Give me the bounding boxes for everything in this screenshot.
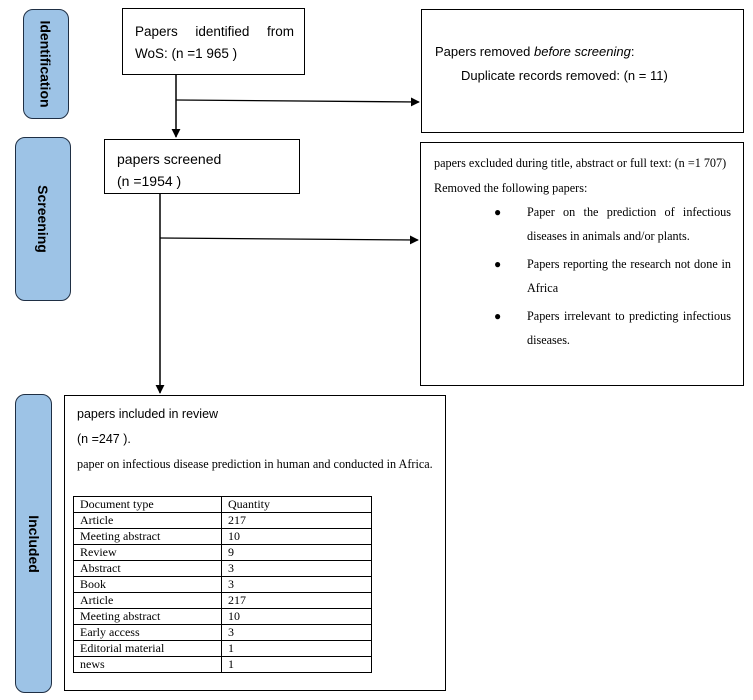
table-cell-type: Book	[73, 576, 222, 593]
removed-heading-emphasis: before screening	[534, 44, 631, 59]
stage-label-identification: Identification	[38, 20, 54, 108]
table-cell-type: Editorial material	[73, 640, 222, 657]
table-cell-type: Article	[73, 592, 222, 609]
table-cell-type: Article	[73, 512, 222, 529]
table-header-cell: Quantity	[221, 496, 372, 513]
bullet-icon: ●	[494, 309, 502, 324]
arrow-to-removed	[175, 97, 420, 107]
table-row: Early access 3	[73, 624, 372, 641]
table-cell-quantity: 1	[221, 640, 372, 657]
table-header-cell: Document type	[73, 496, 222, 513]
removed-heading-prefix: Papers removed	[435, 44, 534, 59]
stage-tab-screening: Screening	[15, 137, 71, 301]
identified-line-1: Papers identified from	[135, 21, 294, 43]
excluded-list-item: ● Papers reporting the research not done …	[494, 252, 731, 300]
excluded-list-item: ● Papers irrelevant to predicting infecti…	[494, 304, 731, 352]
bullet-icon: ●	[494, 205, 502, 220]
removed-box: Papers removed before screening: Duplica…	[421, 9, 744, 133]
included-count: (n =247 ).	[77, 432, 131, 446]
excluded-summary: papers excluded during title, abstract o…	[434, 156, 727, 170]
stage-tab-included: Included	[15, 394, 52, 693]
table-cell-type: Meeting abstract	[73, 528, 222, 545]
table-row: Article 217	[73, 512, 372, 529]
bullet-icon: ●	[494, 257, 502, 272]
table-cell-type: Early access	[73, 624, 222, 641]
excluded-item-text: Papers irrelevant to predicting infectio…	[527, 309, 731, 348]
identified-word: Papers	[135, 24, 178, 39]
table-cell-quantity: 3	[221, 576, 372, 593]
table-header-row: Document type Quantity	[73, 496, 372, 513]
table-row: Article 217	[73, 592, 372, 609]
excluded-list: ● Paper on the prediction of infectious d…	[434, 200, 731, 352]
duplicates-removed: Duplicate records removed: (n = 11)	[461, 68, 668, 83]
identified-word: identified	[195, 24, 250, 39]
identified-box: Papers identified from WoS: (n =1 965 )	[122, 8, 305, 75]
table-cell-quantity: 10	[221, 608, 372, 625]
screened-box: papers screened (n =1954 )	[104, 139, 300, 194]
table-cell-quantity: 10	[221, 528, 372, 545]
table-row: Review 9	[73, 544, 372, 561]
screened-count: (n =1954 )	[117, 173, 182, 189]
table-cell-quantity: 1	[221, 656, 372, 673]
table-row: Meeting abstract 10	[73, 528, 372, 545]
table-cell-quantity: 3	[221, 624, 372, 641]
table-cell-type: Abstract	[73, 560, 222, 577]
excluded-subheading: Removed the following papers:	[434, 180, 588, 195]
table-cell-quantity: 217	[221, 592, 372, 609]
table-row: Abstract 3	[73, 560, 372, 577]
stage-label-included: Included	[25, 514, 42, 573]
table-row: Meeting abstract 10	[73, 608, 372, 625]
removed-heading: Papers removed before screening:	[435, 40, 733, 64]
screened-title: papers screened	[117, 151, 222, 167]
table-cell-quantity: 9	[221, 544, 372, 561]
excluded-item-text: Papers reporting the research not done i…	[527, 257, 731, 296]
arrow-to-excluded	[159, 235, 419, 245]
stage-label-screening: Screening	[35, 185, 52, 253]
table-row: Book 3	[73, 576, 372, 593]
table-row: news 1	[73, 656, 372, 673]
excluded-item-text: Paper on the prediction of infectious di…	[527, 205, 731, 244]
document-type-table: Document type Quantity Article 217 Meeti…	[73, 496, 372, 673]
identified-count: WoS: (n =1 965 )	[135, 46, 238, 61]
included-title: papers included in review	[77, 407, 219, 421]
excluded-box: papers excluded during title, abstract o…	[420, 142, 744, 386]
removed-heading-suffix: :	[630, 44, 635, 59]
table-cell-quantity: 3	[221, 560, 372, 577]
identified-word: from	[266, 24, 294, 39]
excluded-list-item: ● Paper on the prediction of infectious d…	[494, 200, 731, 248]
table-row: Editorial material 1	[73, 640, 372, 657]
table-cell-type: Review	[73, 544, 222, 561]
stage-tab-identification: Identification	[23, 9, 69, 119]
included-description: paper on infectious disease prediction i…	[77, 457, 433, 471]
table-cell-quantity: 217	[221, 512, 372, 529]
included-box: papers included in review (n =247 ). pap…	[64, 395, 446, 691]
table-cell-type: Meeting abstract	[73, 608, 222, 625]
table-cell-type: news	[73, 656, 222, 673]
